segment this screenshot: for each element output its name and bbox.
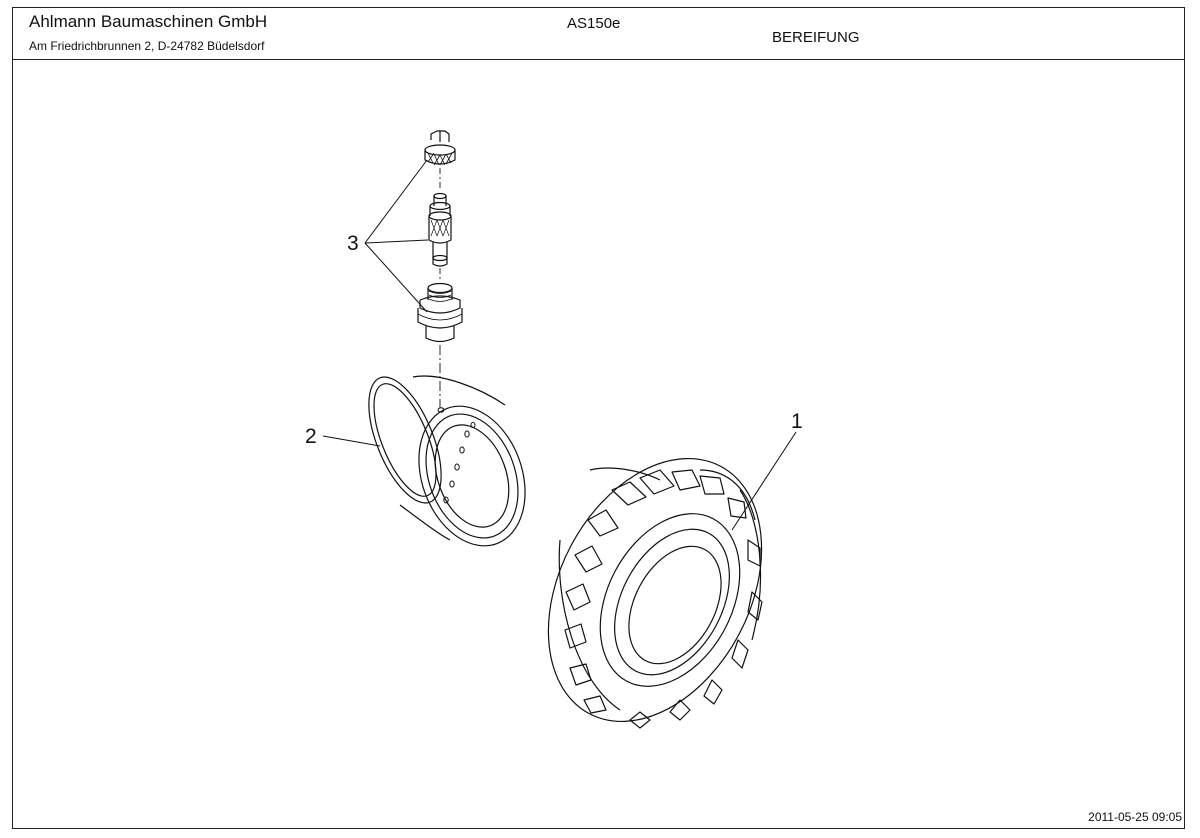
section-title: BEREIFUNG [772,29,860,46]
leader-lines [322,159,797,531]
title-block: Ahlmann Baumaschinen GmbH Am Friedrichbr… [13,8,1184,60]
callout-3: 3 [347,232,359,255]
company-address: Am Friedrichbrunnen 2, D-24782 Büdelsdor… [29,39,265,53]
machine-model: AS150e [567,15,621,32]
wheel-rim [368,375,526,547]
valve-cap [424,130,456,188]
valve-body [417,282,463,408]
drawing-sheet: Ahlmann Baumaschinen GmbH Am Friedrichbr… [12,7,1185,829]
company-name: Ahlmann Baumaschinen GmbH [29,12,268,31]
callout-1: 1 [791,410,803,433]
callout-2: 2 [305,425,317,448]
valve-core [428,192,452,282]
print-timestamp: 2011-05-25 09:05 [1088,810,1182,824]
tire [547,457,763,729]
